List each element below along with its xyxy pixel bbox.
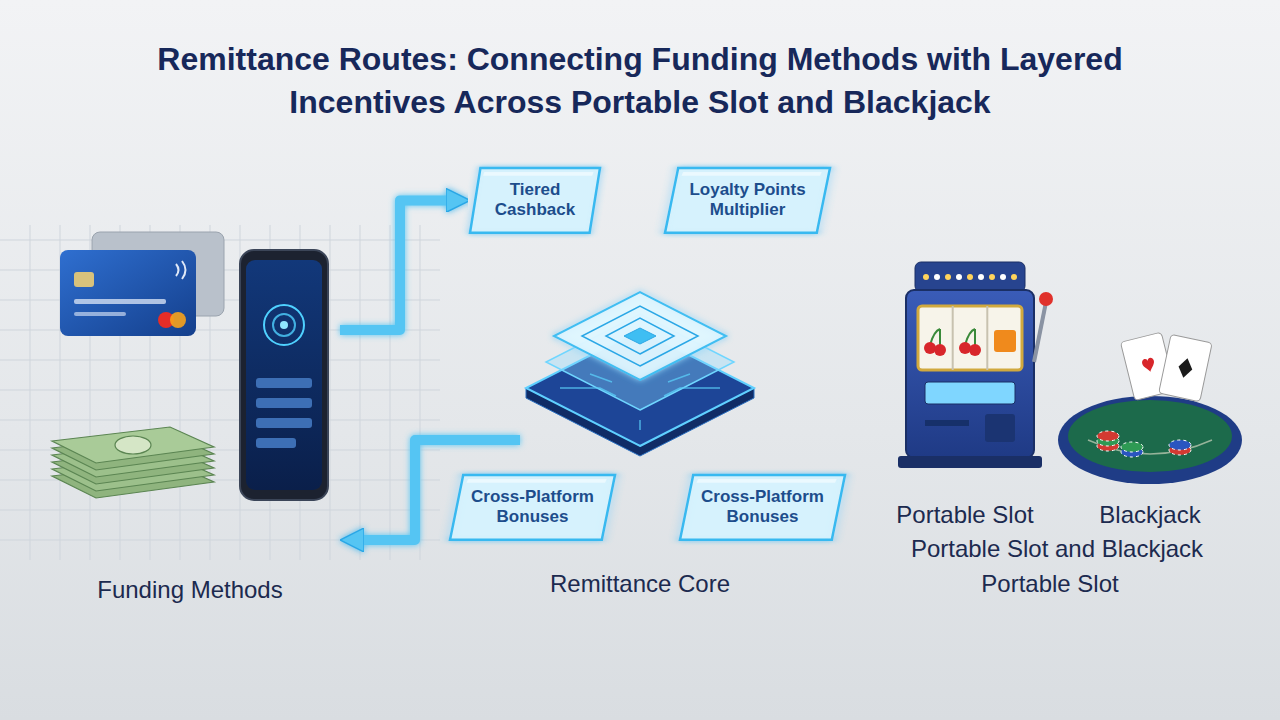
screen-glow bbox=[280, 321, 288, 329]
cherry bbox=[959, 342, 971, 354]
background-grid bbox=[0, 225, 440, 560]
grid-lines bbox=[0, 225, 440, 560]
panel-highlight bbox=[467, 479, 607, 483]
slot-light bbox=[923, 274, 929, 280]
slot-light bbox=[945, 274, 951, 280]
card-stripe bbox=[74, 299, 166, 304]
phone-body bbox=[240, 250, 328, 500]
chip-layer bbox=[624, 328, 656, 344]
incentive-panel: Tiered Cashback bbox=[470, 168, 600, 233]
chip bbox=[1169, 440, 1191, 450]
slot-sign bbox=[915, 262, 1025, 292]
glass-panel bbox=[450, 475, 615, 540]
glass-panel bbox=[680, 475, 845, 540]
chip-layer bbox=[582, 306, 698, 366]
funding-group: Funding Methods bbox=[40, 230, 340, 605]
cherry bbox=[934, 344, 946, 356]
blackjack-table: Blackjack bbox=[1055, 320, 1245, 530]
playing-card bbox=[1159, 334, 1213, 401]
glass-panel bbox=[470, 168, 600, 233]
slot-light bbox=[967, 274, 973, 280]
card-stripe bbox=[74, 312, 126, 316]
connector-group bbox=[340, 200, 880, 540]
screen-glow bbox=[264, 305, 304, 345]
table-rim bbox=[1058, 396, 1242, 484]
screen-row bbox=[256, 418, 312, 428]
node-label: Remittance Core bbox=[550, 570, 730, 599]
phone-screen bbox=[246, 260, 322, 490]
chip bbox=[1121, 442, 1143, 452]
contactless-mark bbox=[176, 261, 186, 279]
coin-tray bbox=[985, 414, 1015, 442]
reel-divider bbox=[953, 306, 988, 370]
screen-row bbox=[256, 438, 296, 448]
panel-highlight bbox=[483, 172, 594, 176]
chip-layer bbox=[606, 318, 674, 354]
chip bbox=[1097, 431, 1119, 441]
slot-body bbox=[906, 290, 1034, 458]
table-felt bbox=[1068, 400, 1232, 472]
credit-cards bbox=[60, 232, 224, 336]
cash-stack bbox=[52, 427, 214, 498]
blackjack-illustration bbox=[1058, 332, 1242, 484]
slot-light bbox=[1000, 274, 1006, 280]
core-chip bbox=[520, 270, 760, 460]
glass-panel bbox=[665, 168, 830, 233]
flow-arrow bbox=[340, 380, 496, 390]
slot-reels bbox=[918, 306, 1022, 370]
flow-arrow bbox=[784, 295, 880, 305]
slot-machine: Portable Slot bbox=[880, 255, 1050, 530]
reel-bar bbox=[994, 330, 1016, 352]
card-face bbox=[1159, 334, 1213, 401]
lever-knob bbox=[1039, 292, 1053, 306]
remittance-core: Remittance Core bbox=[520, 270, 760, 460]
phone bbox=[240, 250, 328, 500]
slot-base bbox=[898, 456, 1042, 468]
card-logo bbox=[170, 312, 186, 328]
diagram-title: Remittance Routes: Connecting Funding Me… bbox=[120, 38, 1160, 124]
slot-light bbox=[989, 274, 995, 280]
slot-light bbox=[934, 274, 940, 280]
node-label: Portable Slot bbox=[896, 501, 1033, 530]
screen-row bbox=[256, 398, 312, 408]
panel-highlight bbox=[682, 172, 822, 176]
caption-label: Portable Slot bbox=[850, 570, 1250, 599]
chip-layer bbox=[554, 292, 726, 380]
card-front bbox=[60, 250, 196, 336]
slot-light bbox=[956, 274, 962, 280]
cherry bbox=[924, 342, 936, 354]
slot-button bbox=[925, 420, 969, 426]
panel-text: Cross-Platform Bonuses bbox=[468, 487, 597, 528]
screen-row bbox=[256, 378, 312, 388]
card-suit bbox=[1176, 357, 1194, 379]
panel-highlight bbox=[697, 479, 837, 483]
panel-text: Cross-Platform Bonuses bbox=[698, 487, 827, 528]
card-suit bbox=[1141, 357, 1156, 373]
incentive-panel: Cross-Platform Bonuses bbox=[450, 475, 615, 540]
panel-text: Tiered Cashback bbox=[488, 180, 582, 221]
cherry bbox=[969, 344, 981, 356]
incentive-panel: Loyalty Points Multiplier bbox=[665, 168, 830, 233]
incentive-panel: Cross-Platform Bonuses bbox=[680, 475, 845, 540]
slot-lever bbox=[1034, 302, 1046, 362]
slot-light bbox=[978, 274, 984, 280]
slot-light bbox=[1011, 274, 1017, 280]
banknote bbox=[52, 427, 214, 463]
banknote-portrait bbox=[115, 436, 151, 454]
node-label: Funding Methods bbox=[97, 576, 282, 605]
slot-machine-illustration bbox=[898, 262, 1053, 468]
panel-text: Loyalty Points Multiplier bbox=[683, 180, 812, 221]
circuit-trace bbox=[560, 374, 720, 430]
flow-arrow bbox=[340, 200, 446, 330]
flow-arrow bbox=[760, 395, 856, 405]
node-label: Blackjack bbox=[1099, 501, 1200, 530]
caption-label: Portable Slot and Blackjack bbox=[857, 535, 1257, 564]
card-chip bbox=[74, 272, 94, 287]
screen-glow bbox=[273, 314, 295, 336]
slot-screen bbox=[925, 382, 1015, 404]
